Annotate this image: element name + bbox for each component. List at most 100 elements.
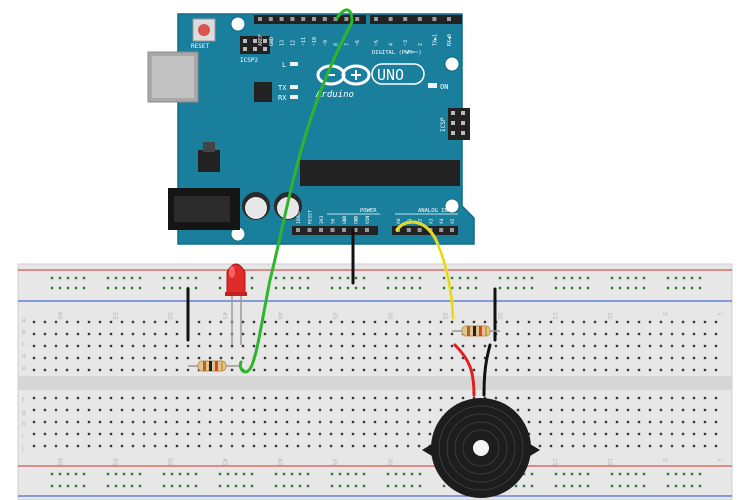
breadboard-hole [373, 344, 377, 348]
rail-hole [58, 286, 62, 290]
rail-hole [194, 472, 198, 476]
breadboard-hole [439, 332, 443, 336]
breadboard-hole [54, 356, 58, 360]
breadboard-hole [175, 356, 179, 360]
rail-hole [250, 286, 254, 290]
usb-chip [254, 82, 272, 102]
breadboard-hole [219, 444, 223, 448]
rail-hole [554, 472, 558, 476]
breadboard-hole [164, 396, 168, 400]
dc-power-jack-inner [174, 196, 230, 222]
breadboard-hole [285, 432, 289, 436]
rail-hole [138, 472, 142, 476]
breadboard-hole [692, 432, 696, 436]
breadboard-hole [362, 396, 366, 400]
digital-pin-label: AREF [258, 34, 264, 46]
breadboard-hole [296, 344, 300, 348]
breadboard-hole [120, 444, 124, 448]
rail-hole [298, 484, 302, 488]
row-letter: a [22, 317, 26, 324]
breadboard-hole [615, 368, 619, 372]
atmega-chip [300, 160, 460, 186]
rail-hole [218, 484, 222, 488]
rail-hole [50, 484, 54, 488]
breadboard-hole [164, 320, 168, 324]
breadboard-hole [582, 368, 586, 372]
breadboard-hole [164, 420, 168, 424]
breadboard-hole [120, 368, 124, 372]
breadboard-hole [582, 344, 586, 348]
rail-hole [170, 484, 174, 488]
reset-button-cap[interactable] [198, 24, 210, 36]
breadboard-hole [637, 368, 641, 372]
breadboard-hole [87, 320, 91, 324]
rail-hole [186, 472, 190, 476]
breadboard-hole [230, 408, 234, 412]
breadboard-hole [439, 344, 443, 348]
breadboard-hole [131, 320, 135, 324]
breadboard-hole [351, 344, 355, 348]
breadboard-hole [373, 368, 377, 372]
breadboard-hole [329, 344, 333, 348]
breadboard-hole [549, 408, 553, 412]
breadboard-hole [626, 408, 630, 412]
breadboard-hole [153, 408, 157, 412]
breadboard-hole [604, 396, 608, 400]
breadboard-hole [252, 320, 256, 324]
rail-hole [610, 286, 614, 290]
breadboard-hole [703, 320, 707, 324]
breadboard-hole [87, 420, 91, 424]
rail-hole [130, 472, 134, 476]
rail-hole [122, 484, 126, 488]
breadboard-hole [153, 356, 157, 360]
header-pin [365, 228, 369, 232]
breadboard-hole [714, 344, 718, 348]
breadboard-hole [637, 444, 641, 448]
column-number: 55 [111, 312, 118, 320]
breadboard-hole [714, 356, 718, 360]
breadboard-hole [153, 368, 157, 372]
breadboard-hole [571, 368, 575, 372]
rail-hole [562, 286, 566, 290]
analog-header [392, 226, 458, 235]
breadboard-hole [43, 420, 47, 424]
breadboard-hole [692, 344, 696, 348]
breadboard-hole [703, 368, 707, 372]
breadboard-hole [659, 344, 663, 348]
breadboard-hole [538, 444, 542, 448]
rail-hole [194, 276, 198, 280]
breadboard-hole [582, 332, 586, 336]
rail-hole [162, 484, 166, 488]
rail-hole [82, 276, 86, 280]
rail-hole [554, 484, 558, 488]
rail-hole [170, 286, 174, 290]
breadboard-hole [362, 344, 366, 348]
breadboard-hole [43, 320, 47, 324]
rail-hole [162, 286, 166, 290]
breadboard-hole [351, 432, 355, 436]
breadboard-hole [32, 444, 36, 448]
breadboard-hole [329, 420, 333, 424]
breadboard-hole [340, 396, 344, 400]
breadboard-hole [120, 408, 124, 412]
header-pin [432, 17, 437, 21]
rail-hole [122, 276, 126, 280]
breadboard-hole [208, 444, 212, 448]
breadboard-hole [659, 356, 663, 360]
breadboard-hole [626, 356, 630, 360]
breadboard-hole [219, 408, 223, 412]
breadboard-hole [175, 432, 179, 436]
breadboard-hole [219, 356, 223, 360]
model-label: UNO [377, 66, 404, 84]
breadboard-hole [648, 332, 652, 336]
digital-pin-label: ~10 [312, 37, 318, 46]
breadboard-hole [54, 368, 58, 372]
breadboard-hole [593, 356, 597, 360]
breadboard-hole [109, 332, 113, 336]
breadboard-hole [362, 368, 366, 372]
breadboard-hole [186, 344, 190, 348]
breadboard-hole [714, 396, 718, 400]
breadboard-hole [582, 420, 586, 424]
header-pin [279, 17, 284, 21]
breadboard-hole [637, 332, 641, 336]
